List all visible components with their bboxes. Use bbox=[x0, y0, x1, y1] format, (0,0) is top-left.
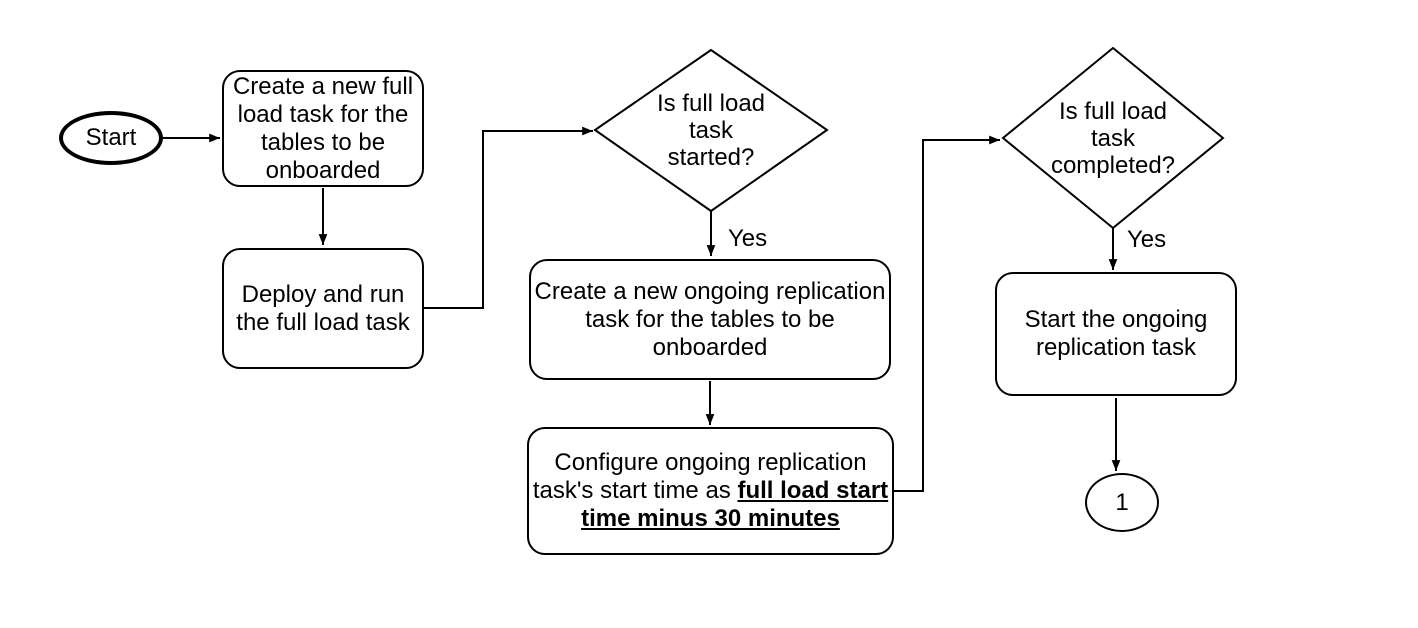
decision-label-line: started? bbox=[667, 144, 755, 171]
node-label-line: Create a new full bbox=[232, 72, 414, 100]
node-label-line: onboarded bbox=[652, 333, 768, 361]
node-label-line: the full load task bbox=[236, 308, 410, 336]
node-deploy-and-run: Deploy and run the full load task bbox=[222, 248, 424, 369]
connector-1-label: 1 bbox=[1115, 488, 1129, 516]
node-label-line: task for the tables to be bbox=[585, 305, 835, 333]
node-connector-1: 1 bbox=[1085, 473, 1159, 532]
decision-is-completed-label: Is full load task completed? bbox=[1003, 98, 1223, 179]
node-label-line: load task for the bbox=[237, 100, 409, 128]
decision-label-line: completed? bbox=[1050, 152, 1176, 179]
node-start-label: Start bbox=[85, 124, 137, 151]
node-label-line: Start the ongoing bbox=[1024, 306, 1208, 333]
node-label-line: replication task bbox=[1035, 334, 1197, 361]
label-emphasis-part: full load start bbox=[737, 477, 889, 504]
node-create-full-load-task: Create a new full load task for the tabl… bbox=[222, 70, 424, 187]
node-configure-start-time: Configure ongoing replication task's sta… bbox=[527, 427, 894, 555]
label-emphasis-part: time minus 30 minutes bbox=[581, 505, 840, 532]
edge-label-yes-completed: Yes bbox=[1127, 226, 1167, 253]
node-label-line: task's start time as full load start bbox=[533, 477, 888, 505]
edge-label-yes-started: Yes bbox=[728, 225, 768, 252]
node-start-ongoing-replication: Start the ongoing replication task bbox=[995, 272, 1237, 396]
node-start: Start bbox=[59, 111, 163, 165]
edge-configure-to-is-completed bbox=[893, 135, 1000, 492]
edge-deploy-to-is-started bbox=[424, 126, 593, 309]
decision-label-line: task bbox=[688, 117, 733, 144]
node-label-line: onboarded bbox=[265, 156, 381, 184]
node-label-line: Create a new ongoing replication bbox=[534, 277, 886, 305]
node-label-line: tables to be bbox=[260, 128, 386, 156]
decision-is-started-label: Is full load task started? bbox=[601, 90, 821, 171]
decision-label-line: task bbox=[1090, 125, 1135, 152]
decision-label-line: Is full load bbox=[1058, 98, 1168, 125]
label-normal-part: task's start time as bbox=[532, 477, 738, 504]
node-label-line: Deploy and run bbox=[241, 280, 405, 308]
decision-label-line: Is full load bbox=[656, 90, 766, 117]
node-label-line: Configure ongoing replication bbox=[554, 449, 867, 476]
node-create-ongoing-replication: Create a new ongoing replication task fo… bbox=[529, 259, 891, 380]
